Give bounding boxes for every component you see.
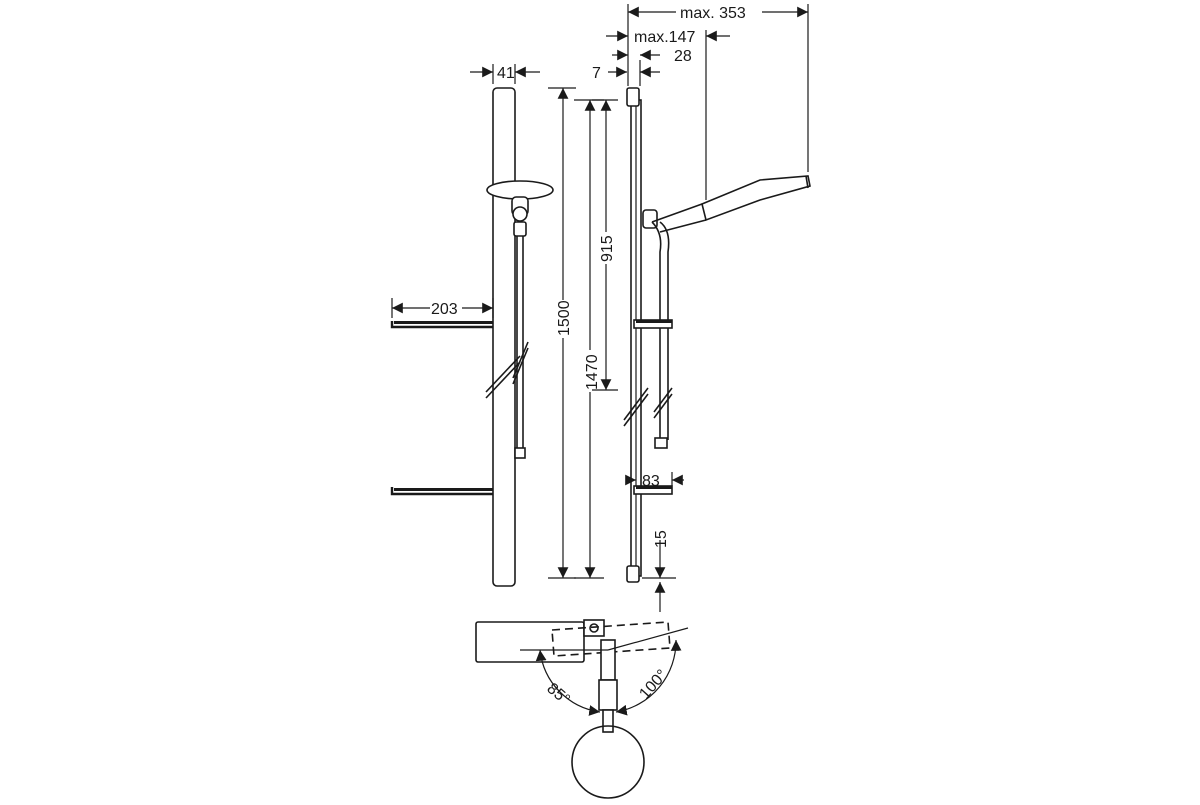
side-shower-head [701,175,811,222]
label-100: 100° [636,667,671,703]
dim-1500: 1500 [548,87,576,579]
label-15: 15 [653,530,670,548]
label-85: 85° [543,680,572,709]
dim-15: 15 [642,530,676,612]
shelf-lower [390,487,493,496]
rotated-shelf-outline [551,621,671,657]
label-7: 7 [592,65,601,82]
shelf-upper [390,321,493,329]
dim-max-147: max.147 [606,29,730,200]
dim-83: 83 [625,472,684,490]
front-rail [492,87,516,587]
label-41: 41 [497,65,515,82]
front-view [390,87,554,587]
top-shower-head [571,725,645,799]
label-83: 83 [642,473,660,490]
label-28: 28 [674,48,692,65]
top-shelf [475,621,585,663]
dim-max-353: max. 353 [627,4,809,172]
dim-203: 203 [391,298,494,318]
dim-41: 41 [470,64,540,84]
side-view [623,87,811,583]
label-max-147: max.147 [634,29,695,46]
dim-1470: 1470 [574,99,604,579]
label-915: 915 [599,235,616,262]
label-1470: 1470 [584,354,601,390]
label-max-353: max. 353 [680,5,746,22]
dim-915: 915 [592,99,618,391]
top-view: 85° 100° [475,619,689,799]
label-203: 203 [431,301,458,318]
label-1500: 1500 [556,300,573,336]
dim-28: 28 [612,48,692,65]
dim-7: 7 [592,60,660,86]
